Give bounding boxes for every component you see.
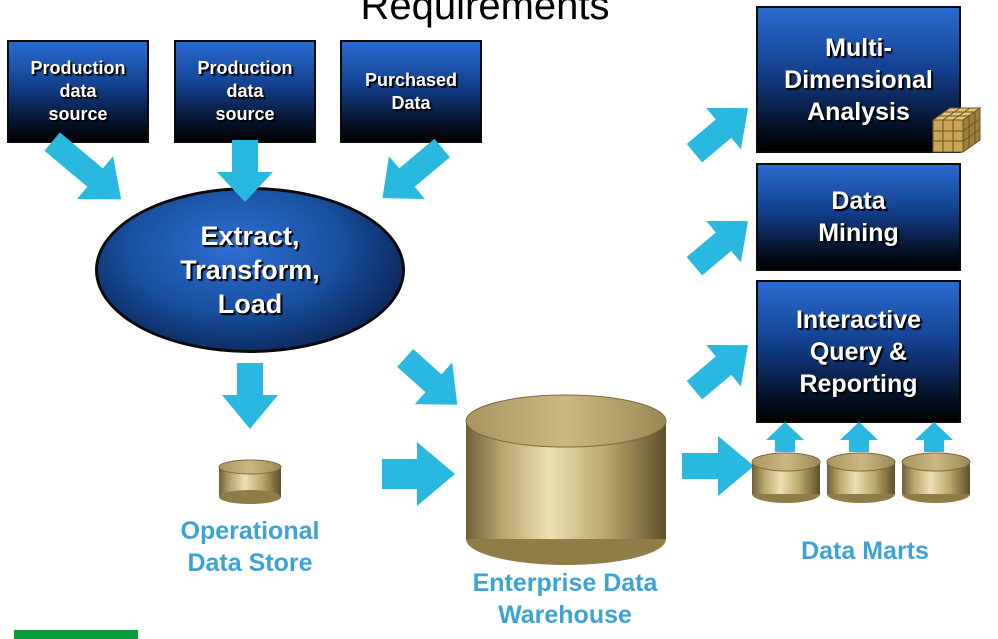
- arrow-icon-to-data-mining: [686, 221, 749, 276]
- tool-box-line: Dimensional: [784, 65, 933, 94]
- source-box-line: source: [215, 104, 275, 124]
- source-box-line: Production: [30, 58, 126, 78]
- tool-box-data-mining[interactable]: Data Mining: [756, 163, 961, 271]
- arrow-icon-source3-to-etl: [382, 138, 450, 200]
- database-icon-data-mart-2: [826, 452, 896, 503]
- label-enterprise-data-warehouse: Enterprise Data Warehouse: [420, 567, 710, 631]
- tool-box-line: Interactive: [795, 305, 922, 334]
- etl-line: Load: [217, 289, 283, 319]
- arrow-icon-mart3-up: [915, 422, 953, 452]
- source-box-line: Production: [197, 58, 293, 78]
- tool-box-interactive-query-reporting[interactable]: Interactive Query & Reporting: [756, 280, 961, 423]
- footer-bar: [14, 630, 138, 639]
- source-box-production-2[interactable]: Production data source: [174, 40, 316, 143]
- tool-box-line: Query &: [809, 337, 908, 366]
- arrow-icon-mart1-up: [766, 422, 804, 452]
- arrow-icon-to-query-reporting: [686, 345, 749, 400]
- source-box-line: source: [48, 104, 108, 124]
- arrow-icon-source2-to-etl: [217, 140, 273, 202]
- label-line: Data Store: [187, 549, 313, 577]
- label-line: Warehouse: [498, 601, 632, 629]
- label-line: Enterprise Data: [472, 569, 658, 597]
- tool-box-multidimensional-analysis[interactable]: Multi- Dimensional Analysis: [756, 6, 961, 153]
- arrow-icon-to-multidimensional: [686, 108, 749, 163]
- tool-box-line: Data: [831, 187, 886, 215]
- database-icon-data-mart-3: [901, 452, 971, 503]
- source-box-production-1[interactable]: Production data source: [7, 40, 149, 143]
- arrow-icon-mart2-up: [840, 422, 878, 452]
- database-icon-enterprise-warehouse: [465, 394, 667, 565]
- arrow-icon-ods-to-edw: [382, 442, 455, 506]
- label-line: Operational: [180, 517, 320, 545]
- tool-box-line: Analysis: [807, 97, 910, 126]
- source-box-line: data: [59, 81, 97, 101]
- arrow-icon-etl-to-ods: [222, 363, 278, 429]
- source-box-line: Data: [391, 92, 431, 113]
- tool-box-line: Multi-: [825, 33, 892, 62]
- label-data-marts: Data Marts: [760, 535, 970, 567]
- label-line: Data Marts: [801, 537, 929, 565]
- source-box-purchased[interactable]: Purchased Data: [340, 40, 482, 143]
- etl-line: Extract,: [200, 221, 300, 251]
- database-icon-data-mart-1: [751, 452, 821, 503]
- tool-box-line: Mining: [818, 219, 899, 247]
- etl-line: Transform,: [180, 255, 320, 285]
- tool-box-line: Reporting: [799, 369, 918, 398]
- cube-icon: [931, 107, 982, 153]
- source-box-line: Purchased: [364, 69, 458, 90]
- arrow-icon-etl-to-edw: [397, 348, 458, 405]
- arrow-icon-edw-to-marts: [682, 436, 754, 496]
- source-box-line: data: [226, 81, 264, 101]
- etl-ellipse[interactable]: Extract, Transform, Load: [95, 187, 405, 353]
- arrow-icon-source1-to-etl: [44, 132, 122, 200]
- page-title: Requirements: [360, 0, 610, 28]
- database-icon-operational-data-store: [218, 459, 282, 504]
- label-operational-data-store: Operational Data Store: [130, 515, 370, 579]
